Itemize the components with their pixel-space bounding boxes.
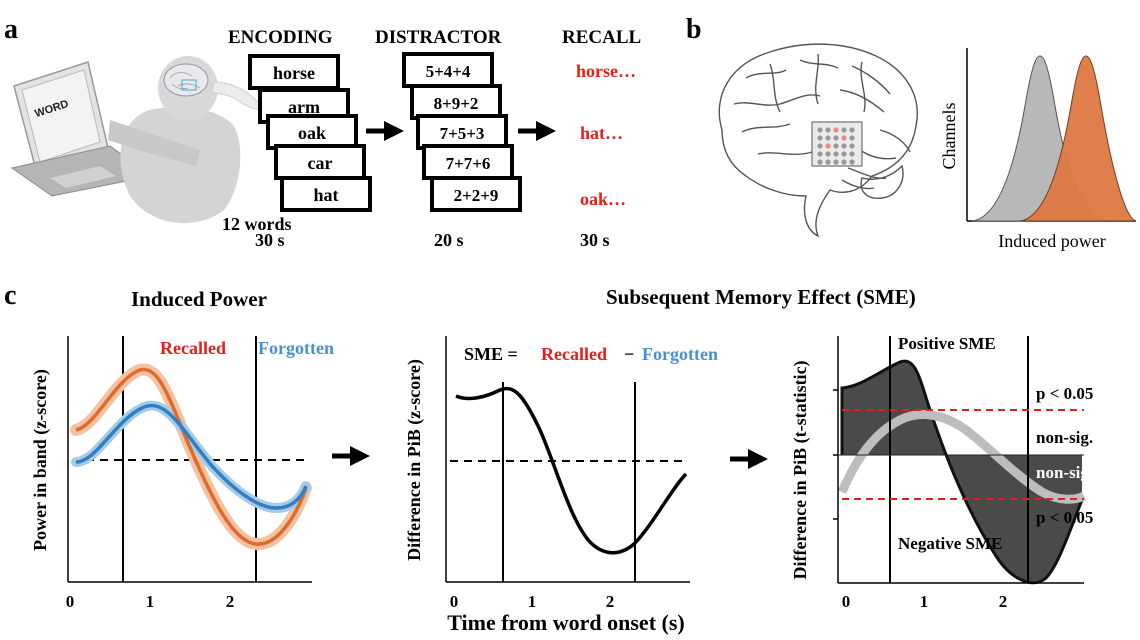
- distractor-stack: 5+4+4 8+9+2 7+5+3 7+7+6 2+2+9: [402, 52, 522, 212]
- plot2-x-tick: 0: [450, 592, 459, 611]
- encoding-word: horse: [273, 63, 315, 83]
- sme-equation-minus: −: [624, 344, 634, 364]
- power-distributions: Channels Induced power: [939, 48, 1137, 251]
- recall-header: RECALL: [562, 27, 641, 48]
- encoding-word-stack: horse arm oak car hat: [248, 54, 372, 212]
- sme-equation-prefix: SME =: [464, 344, 518, 364]
- panel-a: a WORD ENCODING DISTRACTOR RECALL: [4, 14, 641, 250]
- plot1-x-tick: 0: [66, 592, 75, 611]
- plot2-x-tick: 1: [528, 592, 537, 611]
- distractor-header: DISTRACTOR: [375, 27, 502, 48]
- distractor-card: [430, 176, 522, 212]
- panel-a-label: a: [4, 14, 18, 45]
- encoding-card: [280, 176, 372, 212]
- recalled-trace: [75, 367, 308, 546]
- distractor-duration: 20 s: [434, 230, 464, 250]
- legend-forgotten: Forgotten: [258, 338, 334, 358]
- plot1-y-label: Power in band (z-score): [30, 369, 51, 551]
- encoding-word: oak: [298, 123, 326, 143]
- p-upper-label: p < 0.05: [1036, 384, 1093, 403]
- distractor-item: 7+5+3: [440, 124, 485, 143]
- recall-duration: 30 s: [580, 230, 610, 250]
- negative-sme-label: Negative SME: [898, 534, 1002, 553]
- distractor-card: [402, 52, 494, 88]
- plot3-x-tick: 0: [842, 592, 851, 611]
- distractor-item: 8+9+2: [434, 94, 479, 113]
- distractor-item: 2+2+9: [454, 186, 499, 205]
- distractor-item: 7+7+6: [446, 154, 491, 173]
- plot3-x-tick: 2: [999, 592, 1008, 611]
- sme-title: Subsequent Memory Effect (SME): [606, 285, 916, 309]
- sme-equation-forgotten: Forgotten: [642, 344, 718, 364]
- sme-tstat-trace: [840, 359, 1084, 585]
- positive-sme-label: Positive SME: [898, 334, 996, 353]
- panel-b: b Channels: [686, 14, 1137, 251]
- legend-recalled: Recalled: [160, 338, 226, 358]
- panel-b-label: b: [686, 14, 702, 45]
- plot1-x-tick: 2: [226, 592, 235, 611]
- time-axis-label: Time from word onset (s): [447, 610, 685, 635]
- induced-power-axis-label: Induced power: [998, 231, 1105, 251]
- sme-trace: [455, 386, 688, 555]
- panel-c-label: c: [4, 280, 16, 311]
- panel-c: c Induced Power Subsequent Memory Effect…: [4, 280, 1093, 635]
- plot3-x-tick: 1: [920, 592, 929, 611]
- encoding-word: arm: [288, 97, 320, 117]
- channels-axis-label: Channels: [939, 103, 959, 170]
- recall-word: oak…: [580, 189, 626, 209]
- distractor-item: 5+4+4: [426, 62, 471, 81]
- electrode-contacts: [817, 127, 855, 165]
- plot2-x-tick: 2: [606, 592, 615, 611]
- forgotten-tstat-trace: [837, 410, 1087, 504]
- orange-distribution: [1019, 55, 1137, 222]
- encoding-word: car: [308, 153, 333, 173]
- recall-word: horse…: [576, 61, 636, 81]
- word-count-label: 12 words: [222, 214, 292, 234]
- recall-word: hat…: [580, 123, 623, 143]
- encoding-header: ENCODING: [228, 27, 333, 48]
- encoding-word: hat: [313, 185, 338, 205]
- plot3-y-label: Difference in PiB (t-statistic): [790, 360, 811, 579]
- brain-with-electrode-grid-illustration: [718, 43, 918, 238]
- plot2-y-label: Difference in PiB (z-score): [404, 359, 425, 561]
- sme-equation-recalled: Recalled: [541, 344, 607, 364]
- encoding-duration: 30 s: [255, 230, 285, 250]
- plot-induced-power: Recalled Forgotten 0 1 2 Power in band (…: [30, 336, 334, 611]
- distractor-card: [416, 114, 508, 150]
- nonsig-lower-label: non-sig.: [1036, 463, 1093, 482]
- subject-at-laptop-illustration: WORD: [10, 56, 263, 224]
- induced-power-title: Induced Power: [131, 287, 267, 311]
- plot1-x-tick: 1: [146, 592, 155, 611]
- forgotten-trace: [75, 404, 308, 510]
- p-lower-label: p < 0.05: [1036, 508, 1093, 527]
- plot-sme-tstat: Positive SME Negative SME p < 0.05 non-s…: [790, 334, 1093, 611]
- plot-sme-difference: SME = Recalled − Forgotten 0 1 2 Differe…: [404, 336, 718, 611]
- nonsig-upper-label: non-sig.: [1036, 428, 1093, 447]
